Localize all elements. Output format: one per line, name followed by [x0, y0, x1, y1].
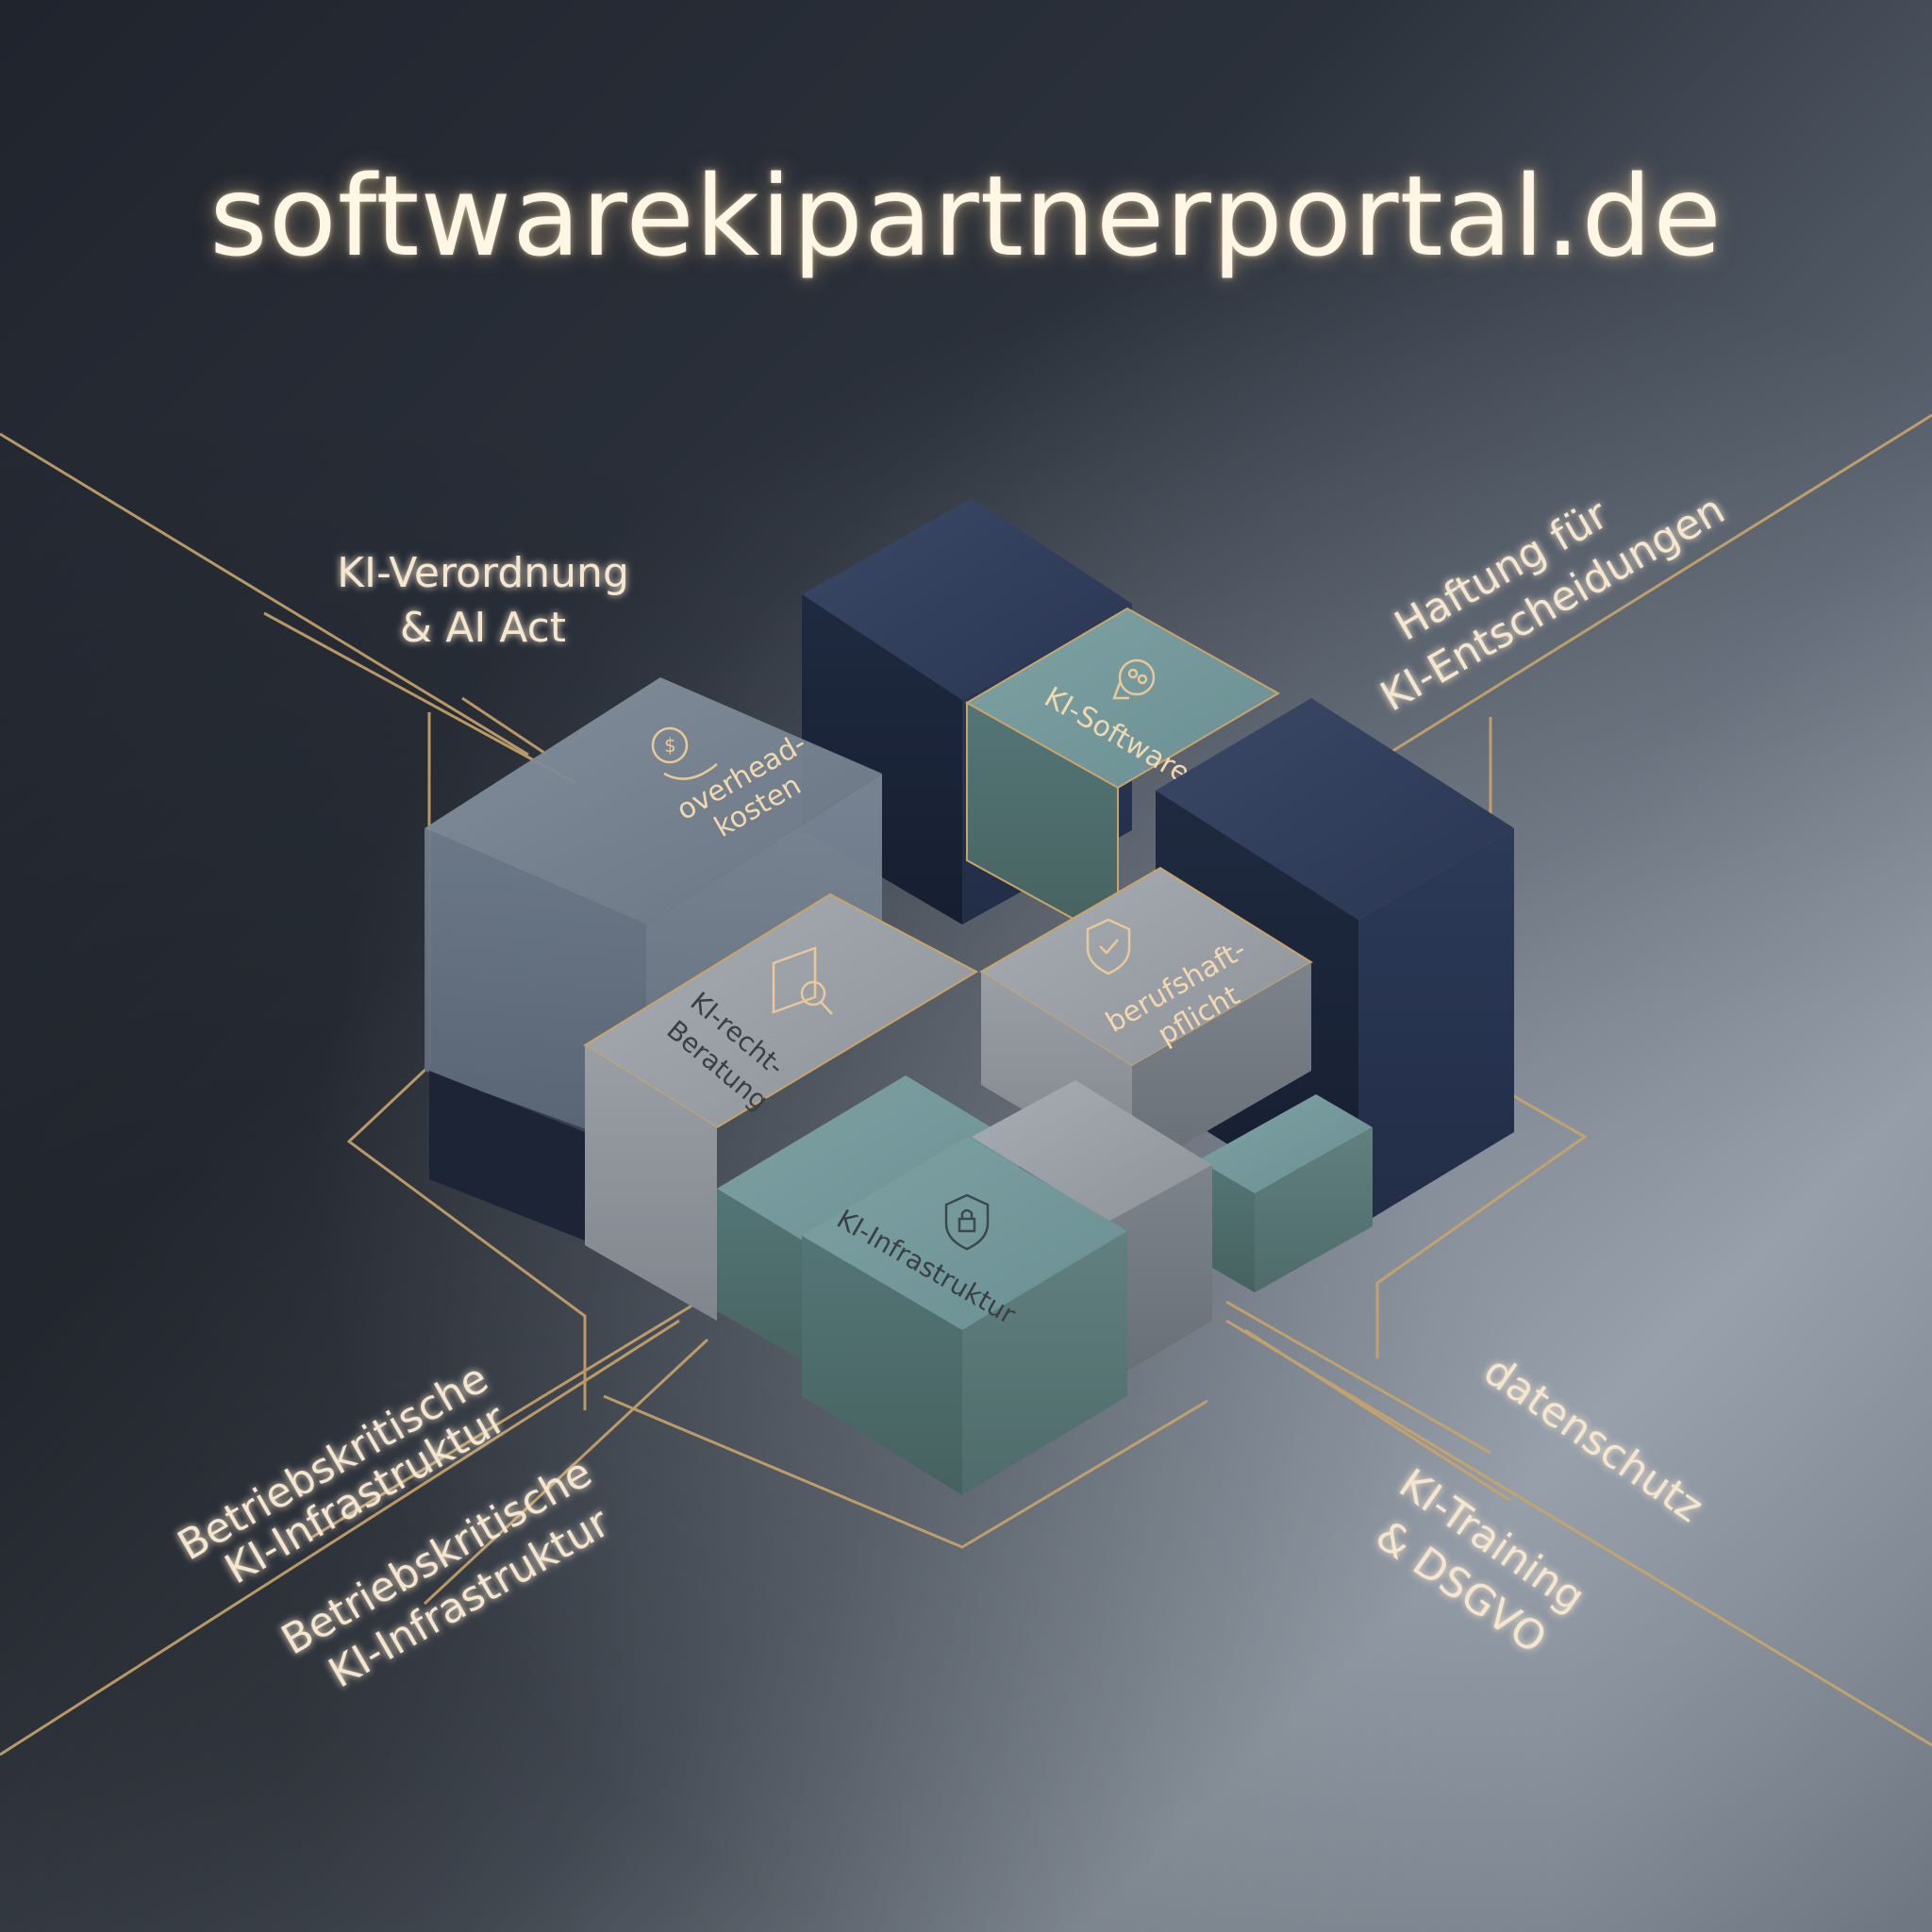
circuit-line-bottom-left: [0, 1319, 680, 1757]
label-ki-verordnung-line1: KI-Verordnung: [337, 549, 629, 597]
block-teal-right: [1198, 1094, 1373, 1292]
page-title: softwarekipartnerportal.de: [209, 151, 1723, 281]
circuit-line-bottom-right-3: [1225, 1300, 1491, 1455]
svg-text:$: $: [664, 734, 676, 757]
circuit-line-top-left: [0, 432, 529, 757]
block-ki-recht-beratung: [583, 892, 979, 1321]
circuit-line-bottom-right-2: [1244, 1328, 1510, 1502]
circuit-line-bottom-right: [1225, 1319, 1932, 1747]
circuit-line-bottom-frame: [603, 1394, 1208, 1549]
hand-coin-icon: $: [651, 726, 718, 780]
shield-check-icon: [1086, 918, 1131, 975]
gold-circuit-lines: [0, 413, 1932, 1757]
brain-head-icon: [1112, 658, 1156, 700]
label-datenschutz: datenschutz: [1475, 1346, 1712, 1532]
block-brushed-steel: [972, 1080, 1212, 1382]
block-ki-infrastruktur: [802, 1137, 1127, 1495]
circuit-line-bottom-left-2: [310, 1300, 699, 1540]
circuit-line-top-left-3: [461, 696, 548, 757]
label-ki-verordnung-line2: & AI Act: [400, 604, 566, 652]
circuit-line-bottom-left-3: [423, 1338, 709, 1606]
circuit-line-top-right: [1386, 413, 1932, 757]
document-search-icon: [772, 946, 833, 1015]
circuit-line-top-left-2: [263, 611, 576, 785]
shield-lock-icon: [944, 1193, 990, 1251]
